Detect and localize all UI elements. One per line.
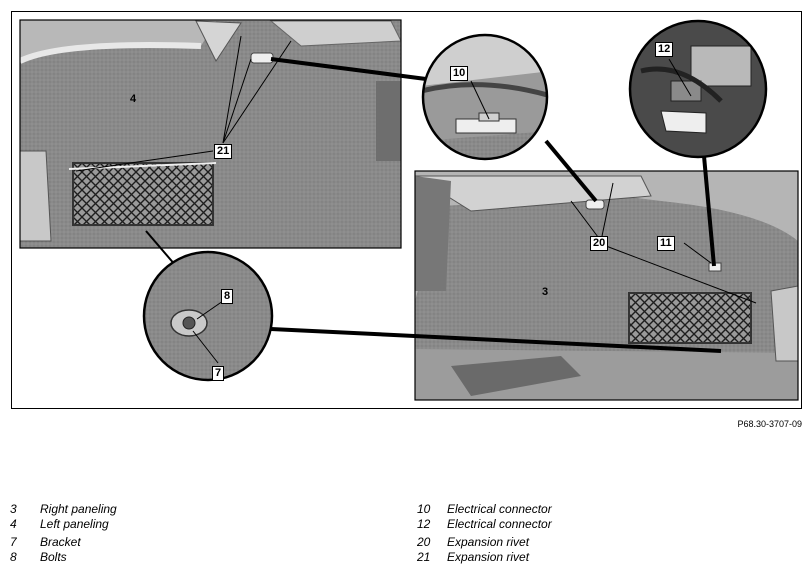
callout-3: 3: [542, 286, 549, 298]
diagram-figure: 4 21 10 12 20 11 3 8 7: [11, 11, 802, 409]
callout-11: 11: [657, 236, 675, 251]
callout-7: 7: [212, 366, 225, 381]
callout-3-left-paneling-number: 4: [130, 93, 137, 105]
detail-circle-bracket: [144, 252, 272, 380]
figure-code: P68.30-3707-09: [737, 419, 802, 429]
detail-circle-connector-10: [423, 35, 547, 159]
callout-21: 21: [214, 144, 233, 159]
callout-20: 20: [590, 236, 609, 251]
detail-circle-connector-12: [630, 21, 766, 157]
callout-12: 12: [655, 42, 674, 57]
callout-10: 10: [450, 66, 469, 81]
trunk-illustration: [19, 19, 799, 401]
right-paneling-view: [415, 171, 798, 400]
callout-8: 8: [221, 289, 234, 304]
left-paneling-view: [20, 20, 401, 248]
